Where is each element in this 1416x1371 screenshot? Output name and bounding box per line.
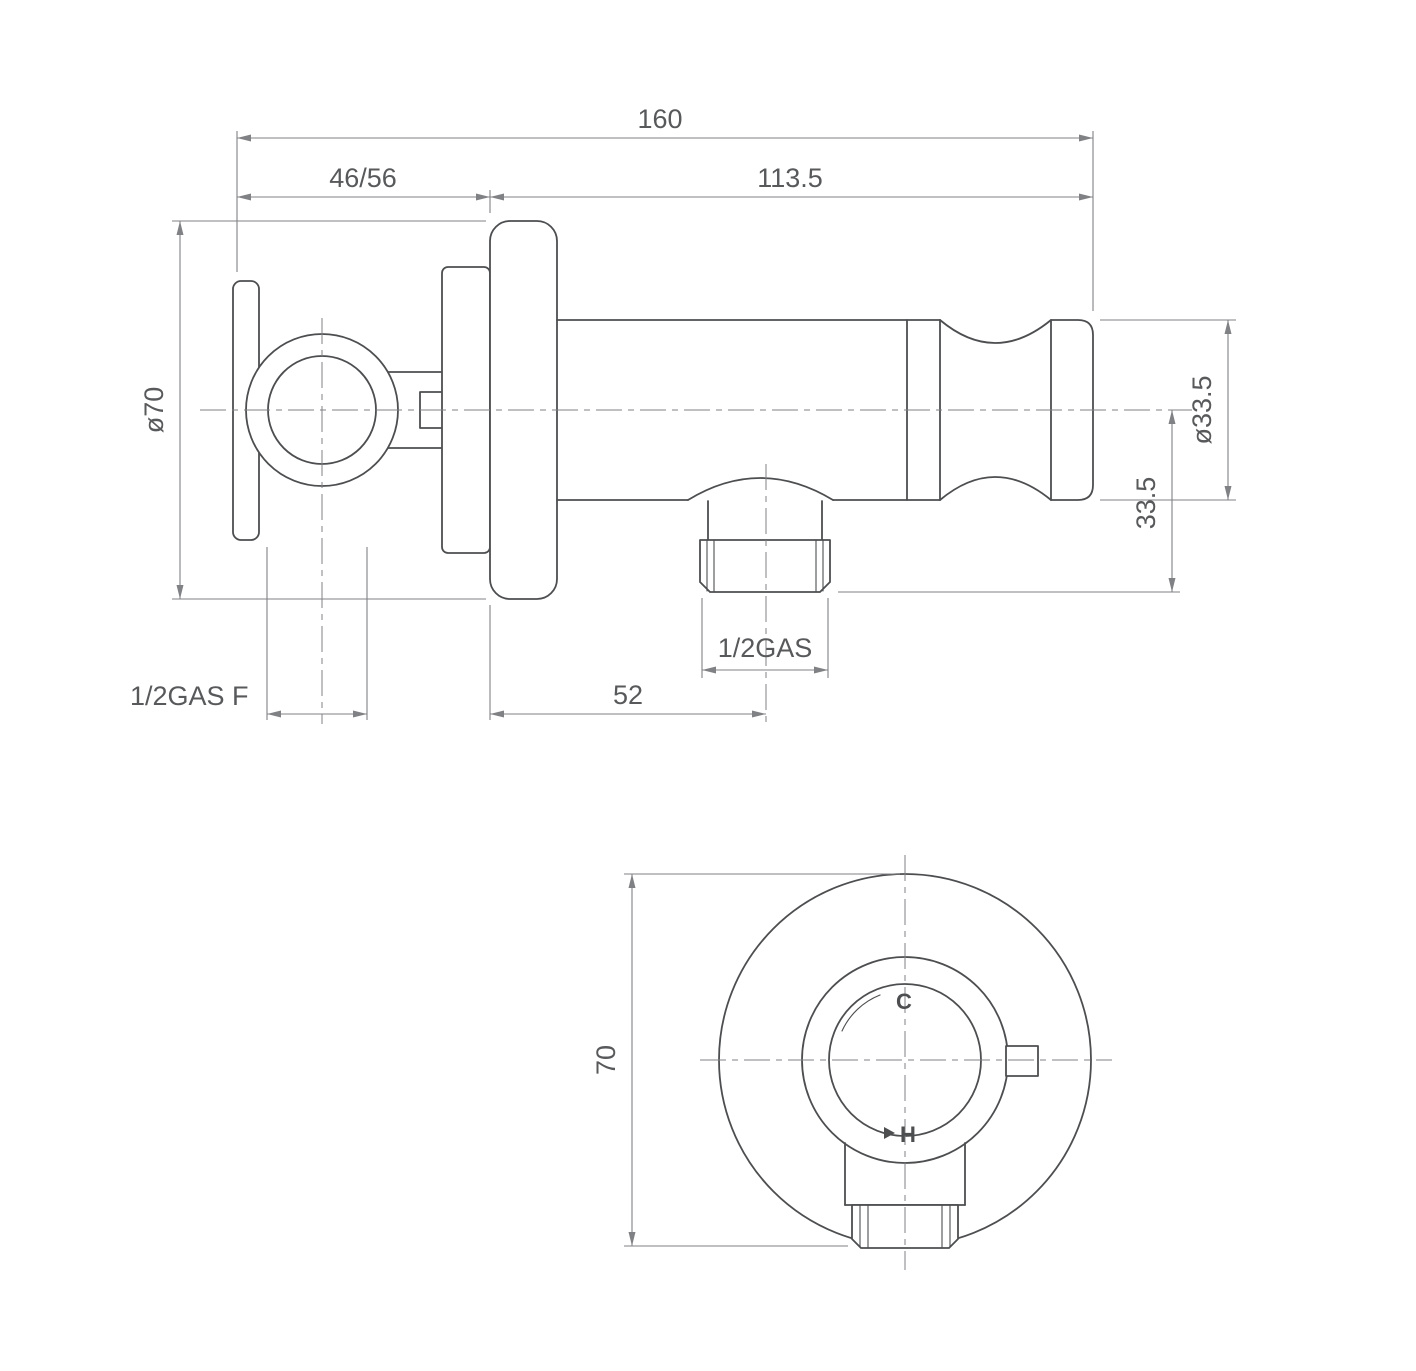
outlet-neck [707,500,823,541]
extension-lines [236,131,1094,311]
front-view-centerlines [700,855,1112,1270]
dim-label-wall-depth: 46/56 [329,163,397,193]
dim-flange-diameter: ø70 [139,220,486,600]
front-view: C H 70 [591,855,1112,1270]
outlet-nut-thread-lines [706,539,824,593]
dim-from-wall-length: 113.5 [490,163,1093,201]
dim-inlet-thread: 1/2GAS F [130,547,368,720]
outlet-nut [699,539,831,593]
side-view-dimensions: 160 46/56 113.5 ø70 [130,104,1236,720]
dim-outlet-drop: 33.5 [838,410,1180,593]
holder-concave-bottom [939,476,1052,501]
knob-lever-tab [1005,1045,1039,1077]
temperature-indicator-arc [841,994,881,1032]
dim-label-from-wall-length: 113.5 [757,163,823,193]
dim-label-outlet-offset: 52 [613,680,643,710]
front-view-geometry [718,873,1092,1249]
extension-lines [1100,319,1236,501]
dim-label-holder-diameter: ø33.5 [1187,375,1217,444]
holder-concave-top [939,319,1052,344]
dim-label-outlet-drop: 33.5 [1131,477,1161,530]
dim-label-escutcheon-diameter: 70 [591,1045,621,1075]
front-outlet-thread-lines [859,1204,951,1249]
hot-direction-arrow-icon [884,1127,895,1139]
outlet-boss-dome [687,477,834,501]
side-view-centerlines [200,318,1192,724]
front-outlet-sides [844,1142,966,1206]
dim-label-flange-diameter: ø70 [139,387,169,434]
hot-label: H [900,1122,916,1147]
knob-hub-lines [387,371,443,449]
dim-label-overall-width: 160 [637,104,682,134]
dim-outlet-offset: 52 [489,605,766,720]
side-view: 160 46/56 113.5 ø70 [130,104,1236,724]
dim-outlet-thread: 1/2GAS [701,598,829,678]
dim-escutcheon-diameter: 70 [591,873,900,1247]
extension-lines [172,220,486,600]
cold-label: C [896,989,912,1014]
dim-wall-depth: 46/56 [237,163,491,213]
dim-holder-diameter: ø33.5 [1100,319,1236,501]
front-view-labels: C H [896,989,916,1147]
extension-lines [624,873,900,1247]
extension-lines [266,547,368,720]
dim-label-inlet-thread: 1/2GAS F [130,681,249,711]
extension-lines [701,598,829,678]
dim-label-outlet-thread: 1/2GAS [718,633,813,663]
dim-overall-width: 160 [236,104,1094,311]
